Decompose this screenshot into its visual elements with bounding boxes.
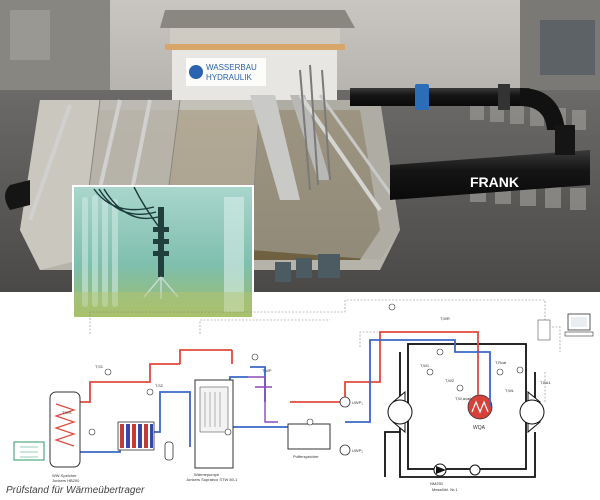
svg-text:WW-Speicher: WW-Speicher <box>52 473 77 478</box>
svg-text:Pufferspeicher: Pufferspeicher <box>293 454 319 459</box>
svg-text:FRANK: FRANK <box>470 174 519 190</box>
basin-impellers <box>387 390 545 434</box>
test-rig-schematic: NM250 Messfühl. Nr.1 WQA WW-Speicher Jun… <box>13 299 594 492</box>
uwp1-pump: UWP₁ <box>339 396 363 408</box>
figure-caption: Prüfstand für Wärmeübertrager <box>6 485 145 496</box>
svg-text:T,BA1: T,BA1 <box>540 380 551 385</box>
radiator <box>117 421 155 451</box>
svg-text:T,S1: T,S1 <box>95 364 104 369</box>
svg-text:UWP₁: UWP₁ <box>352 400 363 405</box>
supply-pipe-red <box>60 331 479 403</box>
svg-text:T,Rcal: T,Rcal <box>495 360 506 365</box>
svg-text:T,W1: T,W1 <box>420 363 430 368</box>
walkway-beams <box>250 93 397 212</box>
underwater-inset-frame <box>72 185 254 319</box>
hydraulic-shed <box>160 10 355 100</box>
green-control-unit <box>13 441 45 461</box>
svg-text:T,WP: T,WP <box>262 368 272 373</box>
svg-text:T,WS: T,WS <box>62 410 72 415</box>
storage-tank: WW-Speicher Junkers HB200 <box>49 391 81 483</box>
svg-text:T,WL: T,WL <box>505 388 515 393</box>
svg-text:Wärmepumpe: Wärmepumpe <box>194 472 220 477</box>
svg-text:Junkers HB200: Junkers HB200 <box>52 478 80 483</box>
pipe-upper <box>350 84 565 130</box>
purple-circuit <box>248 376 278 423</box>
svg-text:T,W2: T,W2 <box>445 378 455 383</box>
pipe-lower <box>390 125 590 200</box>
svg-text:WASSERBAU: WASSERBAU <box>206 63 257 72</box>
underwater-inset-photo <box>74 187 252 317</box>
instrument-rods <box>299 64 331 191</box>
expansion-vessel <box>164 441 174 461</box>
uwp2-pump: UWP₂ <box>339 444 363 456</box>
flow-meter-icon <box>469 464 481 476</box>
nm250-pump: NM250 Messfühl. Nr.1 <box>430 463 458 492</box>
control-panels <box>275 254 340 282</box>
hoses <box>93 187 160 228</box>
heat-pump-unit: Wärmepumpe Junkers Supraeco STW 80-1 <box>186 379 238 482</box>
test-facility-photo: WASSERBAU HYDRAULIK <box>0 0 600 292</box>
probe <box>143 207 179 299</box>
frank-logo: FRANK <box>470 174 519 190</box>
svg-text:T,W,avail: T,W,avail <box>455 396 471 401</box>
svg-text:WQA: WQA <box>473 425 486 431</box>
svg-text:Messfühl. Nr.1: Messfühl. Nr.1 <box>432 487 458 492</box>
svg-text:NM250: NM250 <box>430 481 444 486</box>
wqa-heat-exchanger: WQA <box>467 394 493 431</box>
svg-text:T,WR: T,WR <box>440 316 450 321</box>
svg-text:T,S2: T,S2 <box>155 383 164 388</box>
wasserbau-sign: WASSERBAU HYDRAULIK <box>186 58 266 86</box>
datalogger-box <box>537 319 551 341</box>
svg-text:HYDRAULIK: HYDRAULIK <box>206 73 252 82</box>
svg-text:Junkers Supraeco STW 80-1: Junkers Supraeco STW 80-1 <box>186 477 238 482</box>
sensor-markers <box>88 303 524 436</box>
svg-text:UWP₂: UWP₂ <box>352 448 363 453</box>
buffer-tank: Pufferspeicher <box>287 423 331 459</box>
pipe-left <box>5 180 30 210</box>
computer-icon <box>564 313 594 337</box>
